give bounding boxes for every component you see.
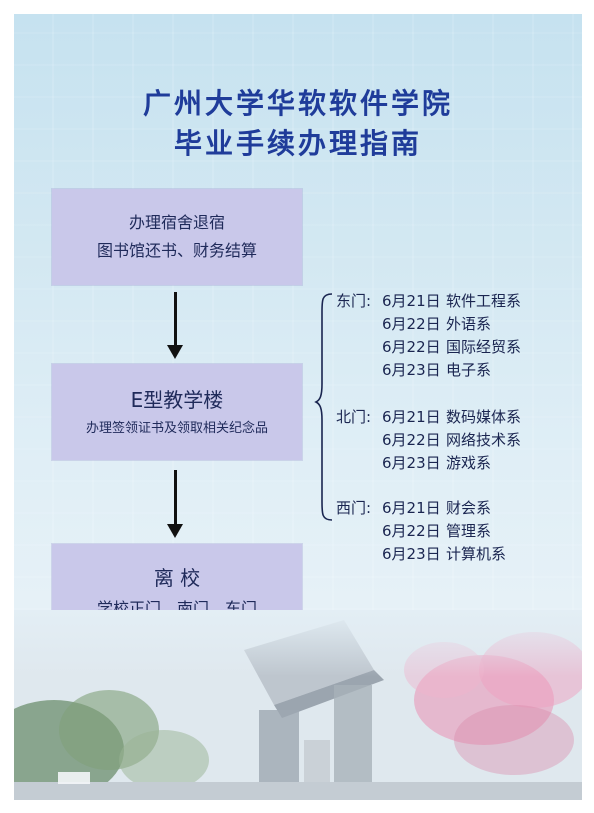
- schedule-row: 6月23日游戏系: [336, 452, 521, 475]
- schedule-date: 6月22日: [382, 431, 441, 449]
- gate-label: 东门:: [336, 292, 372, 310]
- schedule-date: 6月22日: [382, 338, 441, 356]
- schedule-dept: 管理系: [446, 522, 492, 540]
- schedule-dept: 数码媒体系: [446, 408, 522, 426]
- gate-label: 西门:: [336, 499, 372, 517]
- schedule-dept: 网络技术系: [446, 431, 522, 449]
- schedule-dept: 电子系: [446, 361, 492, 379]
- step2-heading: E型教学楼: [130, 388, 224, 412]
- schedule-row: 6月23日电子系: [336, 359, 521, 382]
- poster-title-line2: 毕业手续办理指南: [173, 127, 422, 160]
- curly-brace-icon: [314, 293, 333, 521]
- schedule-row: 6月22日外语系: [336, 313, 521, 336]
- schedule-row: 6月22日国际经贸系: [336, 336, 521, 359]
- step1-line2: 图书馆还书、财务结算: [96, 241, 257, 260]
- schedule-date: 6月22日: [382, 522, 441, 540]
- schedule-group-east: 东门: 6月21日软件工程系 6月22日外语系 6月22日国际经贸系 6月23日电…: [336, 290, 521, 382]
- schedule-date: 6月23日: [382, 454, 441, 472]
- schedule-date: 6月21日: [382, 499, 441, 517]
- schedule-row: 6月22日管理系: [336, 520, 506, 543]
- campus-gate-photo: [14, 610, 582, 800]
- step1-line1: 办理宿舍退宿: [128, 213, 225, 232]
- step3-heading: 离 校: [153, 566, 201, 590]
- schedule-row: 东门: 6月21日软件工程系: [336, 290, 521, 313]
- poster: 广州大学华软软件学院 毕业手续办理指南 办理宿舍退宿 图书馆还书、财务结算 E型…: [14, 14, 582, 800]
- schedule-row: 北门: 6月21日数码媒体系: [336, 406, 521, 429]
- schedule-group-west: 西门: 6月21日财会系 6月22日管理系 6月23日计算机系: [336, 497, 506, 566]
- schedule-dept: 财会系: [446, 499, 492, 517]
- schedule-date: 6月21日: [382, 292, 441, 310]
- schedule-row: 西门: 6月21日财会系: [336, 497, 506, 520]
- schedule-dept: 计算机系: [446, 545, 507, 563]
- schedule-date: 6月23日: [382, 545, 441, 563]
- schedule-dept: 软件工程系: [446, 292, 522, 310]
- schedule-row: 6月22日网络技术系: [336, 429, 521, 452]
- step-box-e-building: E型教学楼 办理签领证书及领取相关纪念品: [52, 364, 302, 460]
- schedule-dept: 外语系: [446, 315, 492, 333]
- step-box-dorm-checkout: 办理宿舍退宿 图书馆还书、财务结算: [52, 189, 302, 285]
- down-arrow-icon: [167, 292, 183, 359]
- down-arrow-icon: [167, 470, 183, 538]
- schedule-row: 6月23日计算机系: [336, 543, 506, 566]
- schedule-date: 6月23日: [382, 361, 441, 379]
- schedule-group-north: 北门: 6月21日数码媒体系 6月22日网络技术系 6月23日游戏系: [336, 406, 521, 475]
- schedule-date: 6月22日: [382, 315, 441, 333]
- gate-label: 北门:: [336, 408, 372, 426]
- poster-title-line1: 广州大学华软软件学院: [142, 87, 453, 120]
- step2-sub: 办理签领证书及领取相关纪念品: [85, 421, 268, 436]
- schedule-dept: 国际经贸系: [446, 338, 522, 356]
- schedule-dept: 游戏系: [446, 454, 492, 472]
- schedule-date: 6月21日: [382, 408, 441, 426]
